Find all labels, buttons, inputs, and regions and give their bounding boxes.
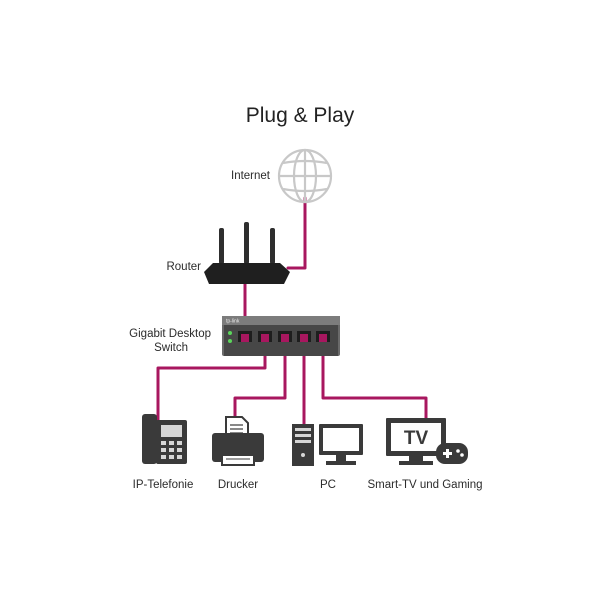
switch-brand: tp-link [226, 319, 240, 325]
diagram-title: Plug & Play [245, 104, 355, 127]
cable-switch-phone [156, 344, 267, 424]
router-icon [204, 222, 290, 284]
internet-label: Internet [231, 170, 270, 182]
ip-phone-label: IP-Telefonie [132, 479, 194, 491]
phone-icon [142, 414, 187, 464]
tv-screen-text: TV [404, 428, 429, 449]
switch-label-line1: Gigabit Desktop [129, 328, 211, 340]
cable-internet-router [286, 196, 307, 270]
pc-icon [292, 424, 363, 466]
router-label: Router [166, 261, 201, 273]
switch-icon: tp-link [222, 316, 340, 356]
tv-icon: TV [386, 418, 446, 465]
printer-label: Drucker [217, 479, 259, 491]
pc-label: PC [320, 479, 336, 491]
cable-switch-printer [233, 344, 287, 422]
gamepad-icon [436, 443, 468, 464]
globe-icon [277, 148, 333, 204]
switch-label-line2: Switch [154, 342, 188, 354]
cables [156, 196, 428, 429]
cable-switch-tv [321, 344, 428, 420]
tv-label: Smart-TV und Gaming [367, 479, 483, 491]
printer-icon [212, 416, 264, 466]
